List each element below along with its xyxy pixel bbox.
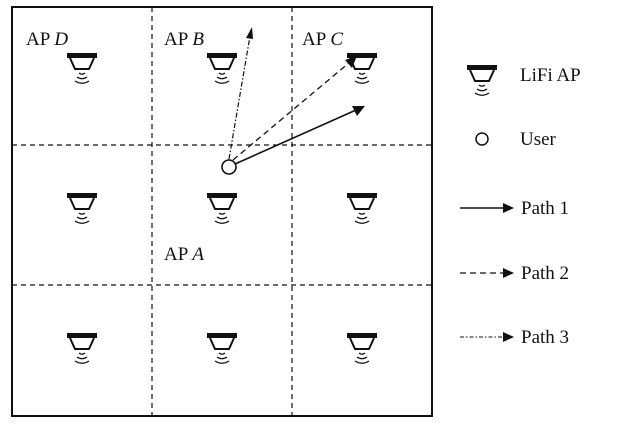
legend-user-circle-icon [475,132,489,146]
legend-lifi-ap-icon [466,64,498,97]
legend: LiFi AP User Path 1 Path 2 Path 3 [460,64,581,348]
path-3-arrowhead [246,27,253,39]
ap-label-a: AP A [164,244,204,265]
path-1-line [234,109,357,165]
lifi-ap-icon [206,192,238,225]
lifi-ap-icon [66,192,98,225]
legend-dashdot-arrowhead [503,332,514,342]
ap-label-c: AP C [302,29,343,50]
ap-label-b: AP B [164,29,204,50]
room-border [11,6,433,417]
legend-solid-arrowhead [503,203,514,213]
user-marker [221,159,237,175]
lifi-ap-icon [66,332,98,365]
path-2-line [232,61,351,161]
ap-label-d: AP D [26,29,68,50]
lifi-ap-icon [206,52,238,85]
lifi-ap-icon [346,332,378,365]
room-grid [11,6,433,417]
legend-label-user: User [520,129,557,150]
legend-dashed-arrowhead [503,268,514,278]
lifi-ap-icon [346,192,378,225]
legend-label-path-2: Path 2 [521,263,569,284]
path-2-arrowhead [345,56,357,68]
legend-label-path-1: Path 1 [521,198,569,219]
lifi-ap-icon [346,52,378,85]
legend-label-lifi-ap: LiFi AP [520,65,581,86]
access-points [66,52,378,365]
path-1-arrowhead [352,106,365,116]
signal-paths [228,27,365,165]
legend-label-path-3: Path 3 [521,327,569,348]
lifi-ap-icon [206,332,238,365]
lifi-ap-icon [66,52,98,85]
